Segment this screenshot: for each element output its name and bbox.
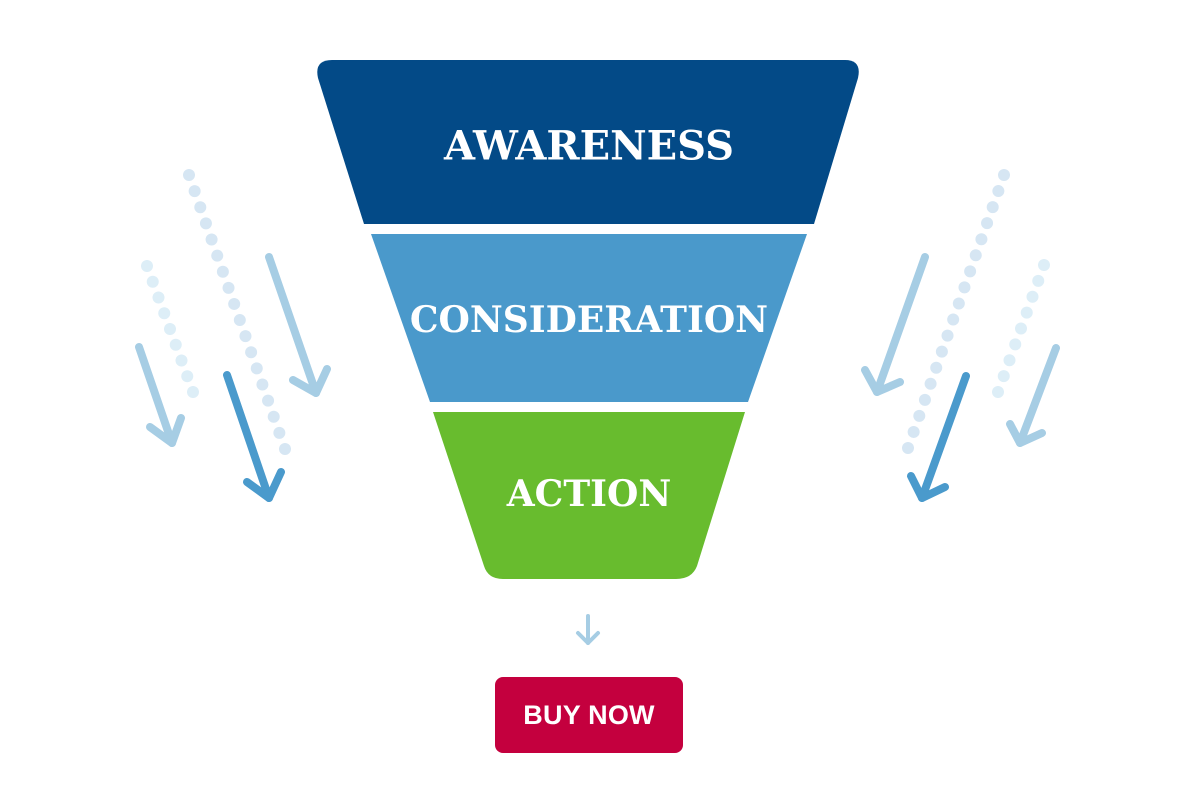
buy-now-button[interactable]: BUY NOW <box>495 677 683 753</box>
funnel-stage-action <box>433 412 745 579</box>
funnel-stage-consideration-label: CONSIDERATION <box>410 299 768 341</box>
dot <box>964 265 977 278</box>
dot <box>279 443 291 455</box>
dot <box>199 217 212 230</box>
dot <box>256 378 269 391</box>
dot <box>175 354 188 367</box>
dot <box>222 281 235 294</box>
dot <box>233 314 246 327</box>
dot <box>992 386 1004 398</box>
funnel-stage-awareness <box>317 60 859 224</box>
dot <box>947 313 960 326</box>
dot <box>998 169 1010 181</box>
dot <box>975 233 988 246</box>
arrow-right-outer-icon <box>1006 344 1060 447</box>
arrow-left-outer-icon <box>135 343 185 447</box>
dot <box>228 297 241 310</box>
dot <box>935 345 948 358</box>
dot <box>188 185 201 198</box>
dot <box>164 323 176 335</box>
dot <box>930 361 943 374</box>
dot <box>267 410 280 423</box>
dot <box>918 393 931 406</box>
dot <box>1026 290 1039 303</box>
funnel-stage-action-label: ACTION <box>506 473 671 515</box>
dot <box>952 297 965 310</box>
dotted-line-left-short <box>141 260 199 398</box>
dot <box>941 329 954 342</box>
dot <box>262 394 275 407</box>
dot <box>1038 259 1050 271</box>
dot <box>158 307 171 320</box>
dotted-line-right-short <box>992 259 1050 398</box>
dot <box>1009 338 1022 351</box>
dot <box>1020 306 1033 319</box>
funnel-stage-consideration <box>371 234 807 402</box>
dot <box>924 377 937 390</box>
dot <box>169 338 182 351</box>
dot <box>907 425 920 438</box>
left-decoration <box>135 169 331 502</box>
dot <box>1003 354 1016 367</box>
arrow-right-inner-icon <box>861 253 929 396</box>
dot <box>902 442 914 454</box>
dot <box>245 346 258 359</box>
dot <box>205 233 218 246</box>
arrow-right-dark-icon <box>907 372 970 502</box>
arrow-left-dark-icon <box>223 371 285 502</box>
dot <box>273 426 286 439</box>
dot <box>250 362 263 375</box>
dot <box>211 249 224 262</box>
arrow-down-icon <box>576 614 600 645</box>
dot <box>187 386 199 398</box>
dot <box>146 275 159 288</box>
dot <box>152 291 165 304</box>
dotted-line-left-long <box>183 169 291 455</box>
dot <box>992 185 1005 198</box>
dot <box>194 201 207 214</box>
arrow-left-inner-icon <box>265 253 331 397</box>
dot <box>183 169 195 181</box>
funnel-stage-awareness-label: AWARENESS <box>443 123 734 170</box>
dot <box>181 370 194 383</box>
dot <box>239 330 252 343</box>
dot <box>141 260 153 272</box>
dot <box>216 265 229 278</box>
dot <box>997 370 1010 383</box>
dot <box>969 249 982 262</box>
dot <box>913 409 926 422</box>
dot <box>1032 274 1045 287</box>
dotted-line-right-long <box>902 169 1010 454</box>
dot <box>981 217 994 230</box>
right-decoration <box>861 169 1060 502</box>
dot <box>1015 322 1027 335</box>
dot <box>958 281 971 294</box>
dot <box>986 201 999 214</box>
